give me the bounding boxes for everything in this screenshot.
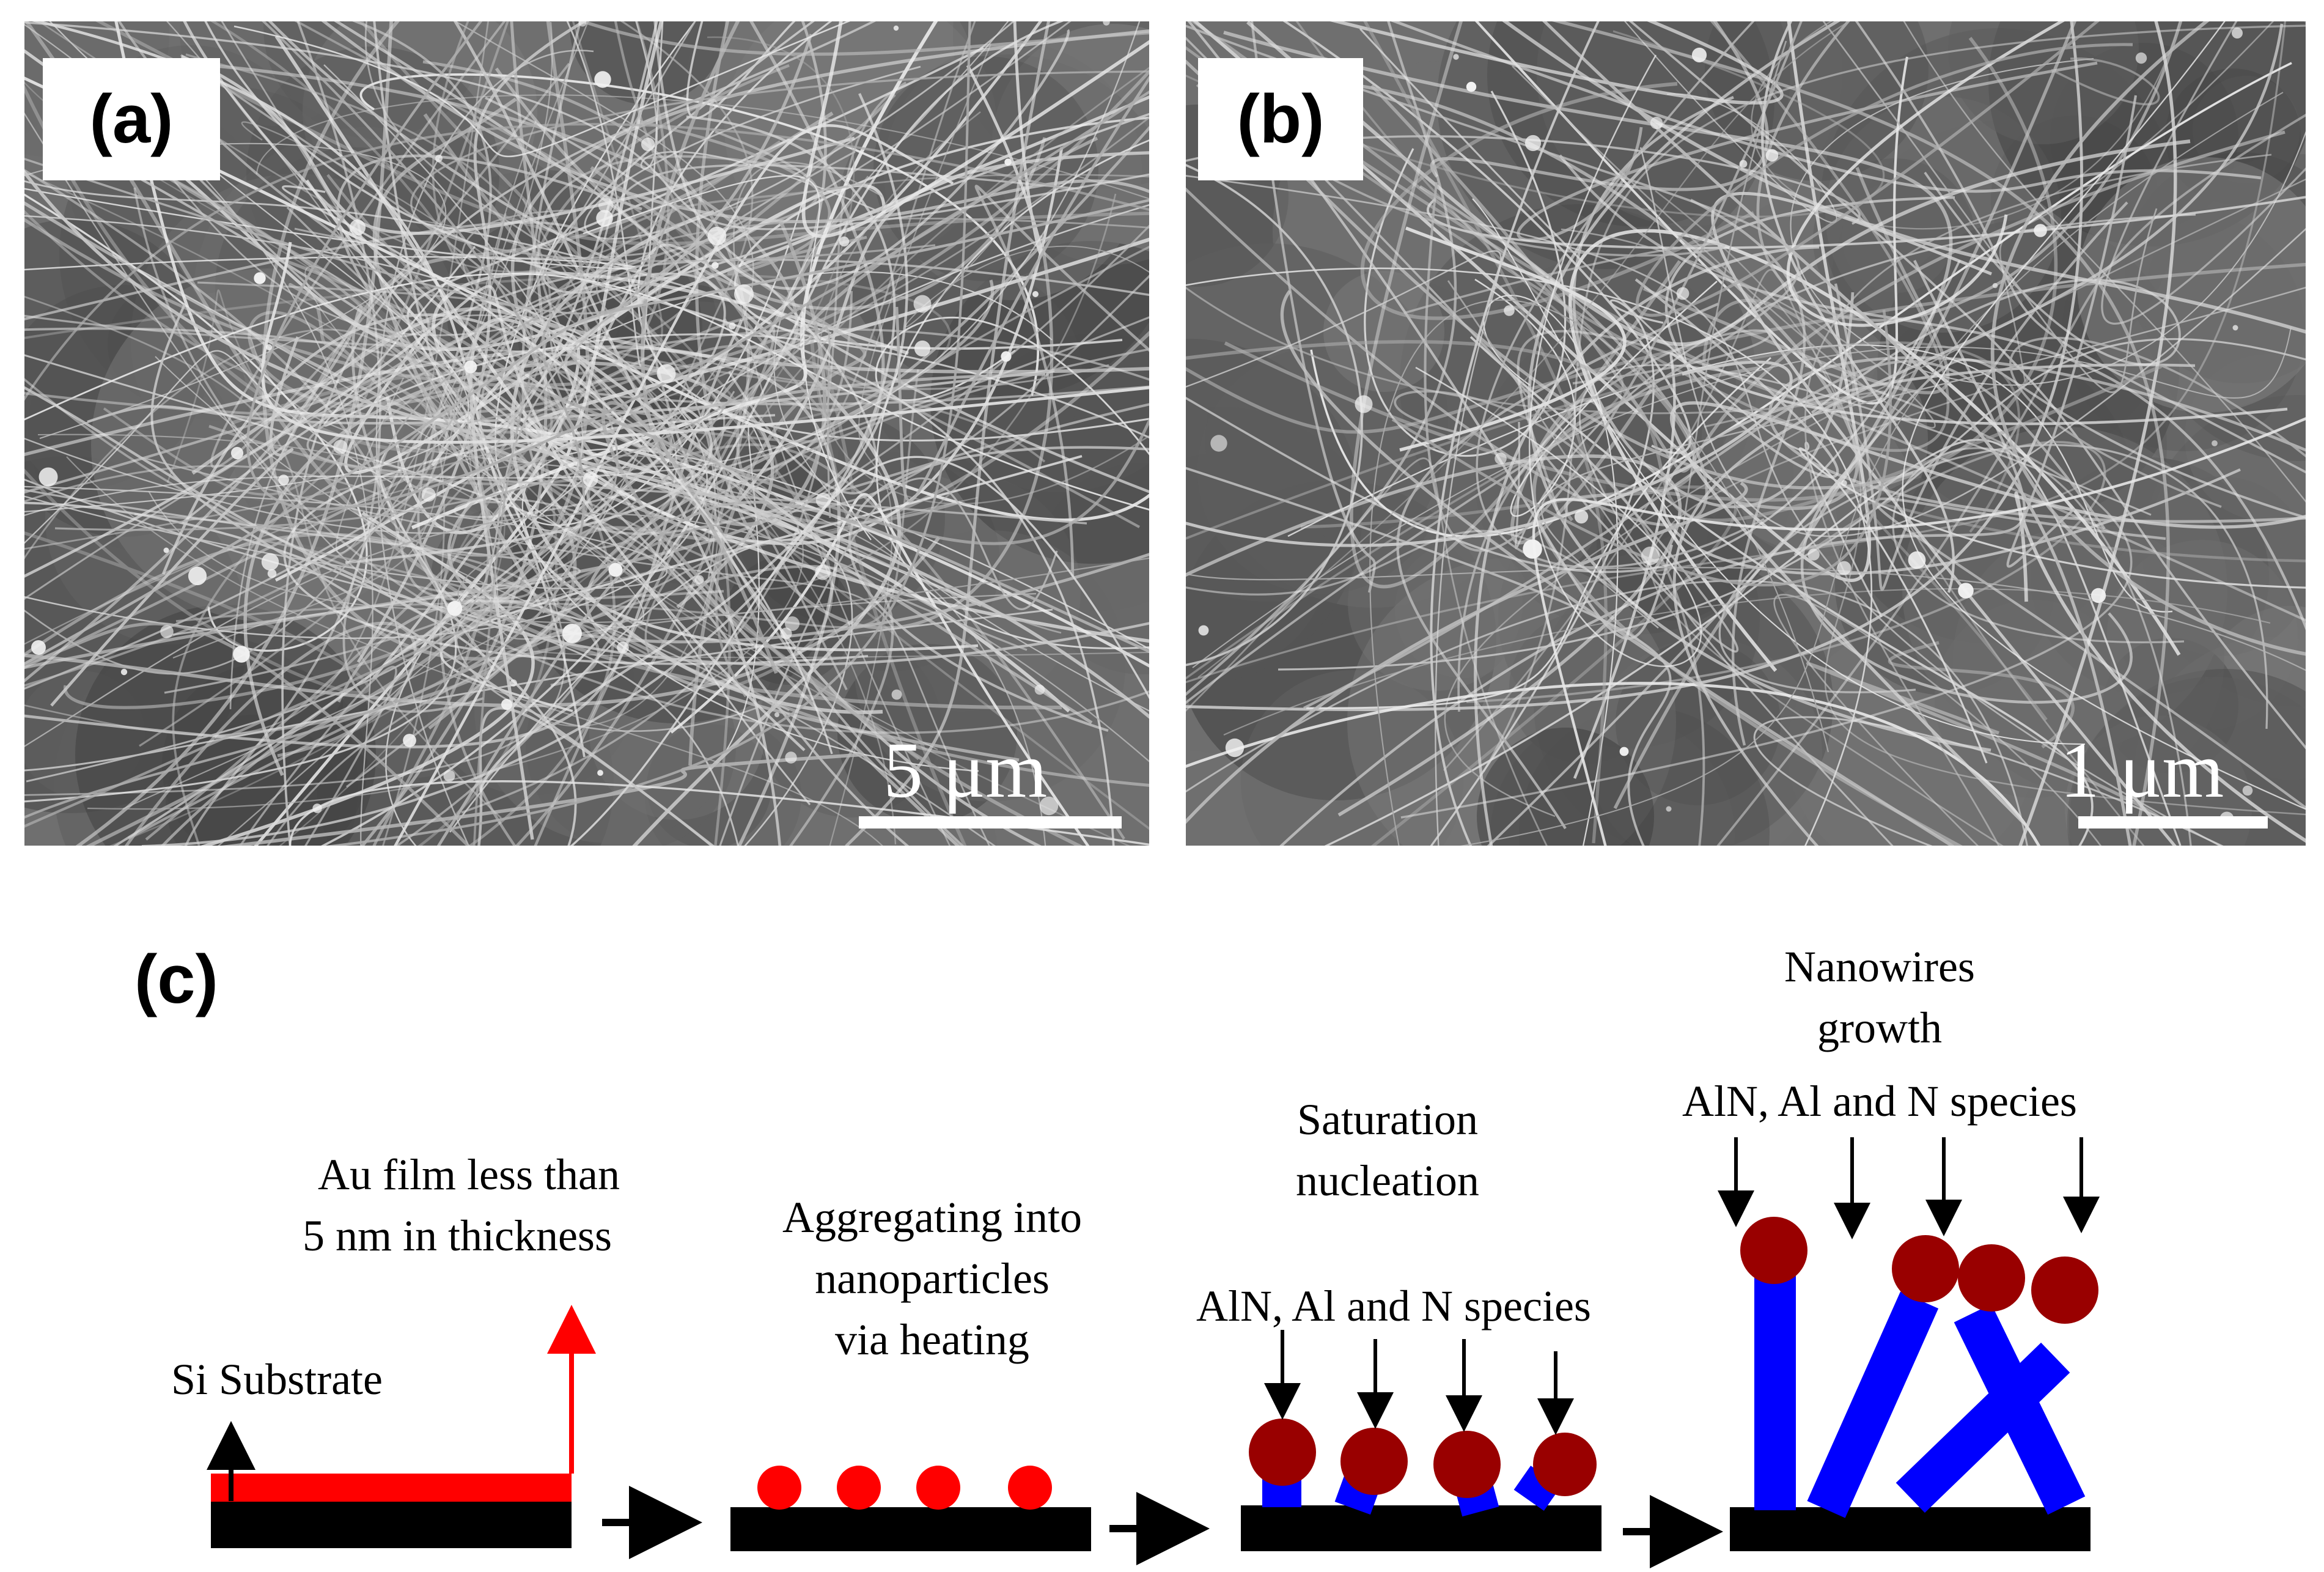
nanowire-network-image-b [1186, 21, 2306, 846]
scale-bar-a [859, 816, 1122, 828]
nanowire [1754, 1260, 1796, 1510]
growth-mechanism-schematic: (c) Si Substrate Au film less than 5 nm … [134, 941, 2100, 1568]
step-2-label-line2: nanoparticles [815, 1254, 1050, 1303]
step-1-substrate-with-film: Si Substrate Au film less than 5 nm in t… [171, 1150, 620, 1548]
catalyst-droplet [1340, 1428, 1408, 1495]
step-2-label-line3: via heating [835, 1315, 1029, 1364]
nanowire-network-image-a [24, 21, 1149, 846]
au-film-label-line1: Au film less than [318, 1150, 620, 1199]
au-nanoparticle [1008, 1466, 1052, 1510]
au-nanoparticle [757, 1466, 801, 1510]
catalyst-droplet [1433, 1431, 1501, 1498]
step-3-title-line1: Saturation [1297, 1095, 1478, 1144]
nanowire-fibers [1186, 21, 2306, 846]
catalyst-droplet [1249, 1419, 1316, 1486]
sem-image-b: (b) 1 μm [1186, 21, 2306, 846]
catalyst-droplet [1958, 1244, 2025, 1312]
step-4-nanowire-growth: Nanowires growth AlN, Al and N species [1682, 942, 2100, 1551]
step-3-title-line2: nucleation [1296, 1156, 1479, 1205]
catalyst-droplet [1740, 1217, 1807, 1284]
panel-label-b: (b) [1198, 58, 1363, 180]
si-substrate-4 [1730, 1507, 2090, 1551]
au-film [211, 1474, 572, 1503]
sem-image-a: (a) 5 μm [24, 21, 1149, 846]
au-film-label-line2: 5 nm in thickness [303, 1211, 612, 1260]
step-3-saturation-nucleation: Saturation nucleation AlN, Al and N spec… [1196, 1095, 1601, 1551]
nanowire-fibers [24, 21, 1149, 846]
si-substrate [211, 1502, 572, 1548]
step-4-species-label: AlN, Al and N species [1682, 1077, 2077, 1126]
step-4-title-line1: Nanowires [1784, 942, 1975, 991]
catalyst-particles [31, 21, 1110, 816]
si-substrate-label: Si Substrate [171, 1355, 383, 1404]
catalyst-droplet [1892, 1235, 1959, 1302]
si-substrate-2 [730, 1507, 1091, 1551]
au-nanoparticle [916, 1466, 960, 1510]
panel-label-a: (a) [43, 58, 220, 180]
nucleus [1513, 1466, 1561, 1511]
step-4-title-line2: growth [1817, 1003, 1942, 1052]
nanowire [1807, 1291, 1939, 1518]
scale-bar-label-b: 1 μm [2060, 726, 2224, 814]
nanowire [1954, 1304, 2086, 1515]
au-nanoparticle [837, 1466, 881, 1510]
catalyst-droplet [2031, 1256, 2098, 1324]
scale-bar-label-a: 5 μm [883, 726, 1048, 814]
scale-bar-b [2078, 816, 2268, 828]
step-2-nanoparticles: Aggregating into nanoparticles via heati… [730, 1193, 1091, 1551]
panel-label-c: (c) [134, 941, 218, 1017]
catalyst-droplet [1533, 1433, 1597, 1496]
step-2-label-line1: Aggregating into [782, 1193, 1082, 1242]
si-substrate-3 [1241, 1505, 1601, 1551]
step-3-species-label: AlN, Al and N species [1196, 1282, 1591, 1330]
